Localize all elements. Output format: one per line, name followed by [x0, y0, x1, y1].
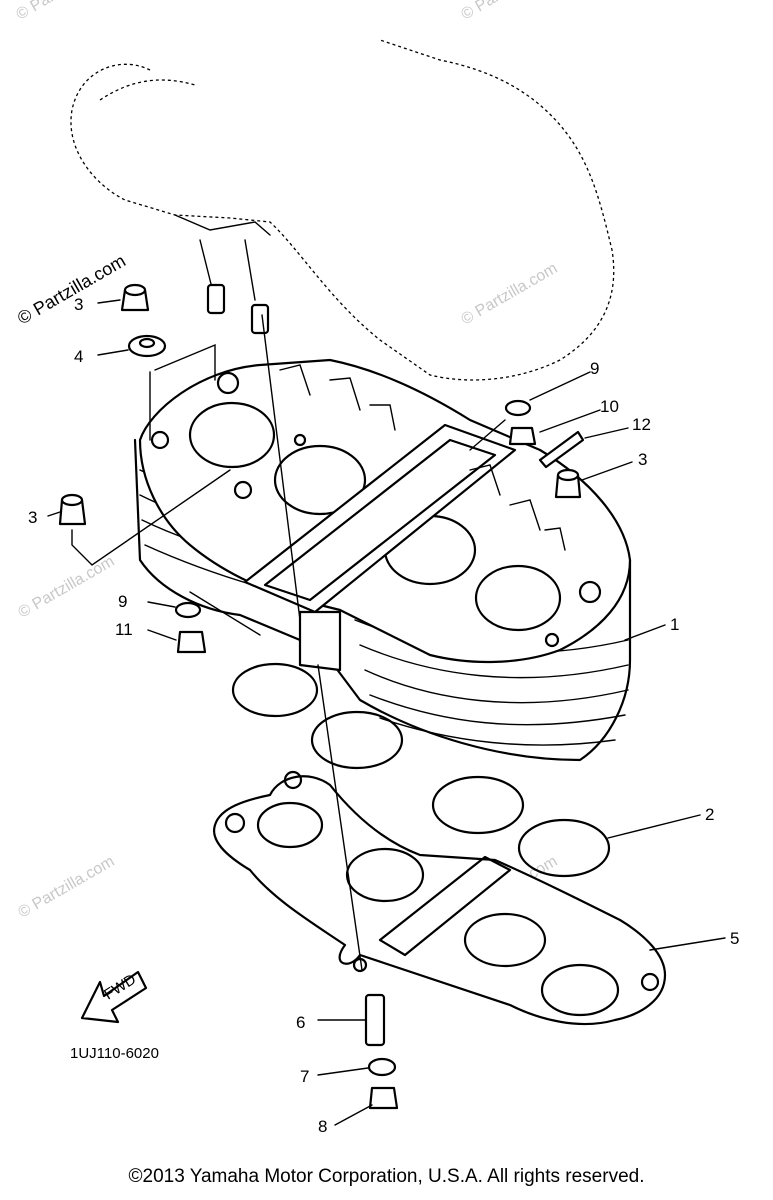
callout-11: 11	[115, 620, 133, 639]
cylinder-gasket	[212, 770, 667, 1026]
case-studs	[206, 283, 270, 335]
leader-lines	[47, 299, 726, 1126]
callout-3: 3	[638, 450, 647, 469]
cylinder-block	[133, 358, 632, 762]
callout-9: 9	[118, 592, 127, 611]
watermark: © Partzilla.com	[16, 853, 118, 922]
callout-1: 1	[670, 615, 679, 634]
o-rings	[231, 662, 611, 878]
callout-9: 9	[590, 359, 599, 378]
watermark: © Partzilla.com	[14, 0, 116, 23]
callouts: 3 4 3 9 10 12 3 9 11 1 2 5 6 7 8	[28, 295, 739, 1136]
callout-5: 5	[730, 929, 739, 948]
callout-3: 3	[74, 295, 83, 314]
watermark: © Partzilla.com	[459, 260, 561, 329]
callout-2: 2	[705, 805, 714, 824]
watermark: © Partzilla.com	[14, 250, 129, 328]
callout-4: 4	[74, 347, 83, 366]
fasteners	[58, 283, 585, 1110]
copyright-notice: ©2013 Yamaha Motor Corporation, U.S.A. A…	[128, 1166, 645, 1187]
callout-6: 6	[296, 1013, 305, 1032]
callout-12: 12	[632, 415, 651, 434]
watermark: © Partzilla.com	[459, 0, 561, 23]
callout-7: 7	[300, 1067, 309, 1086]
diagram-code: 1UJ110-6020	[70, 1045, 159, 1062]
callout-3: 3	[28, 508, 37, 527]
callout-10: 10	[600, 397, 619, 416]
watermark: © Partzilla.com	[16, 553, 118, 622]
crankcase-outline	[70, 39, 615, 381]
callout-8: 8	[318, 1117, 327, 1136]
fwd-arrow: FWD	[80, 971, 148, 1024]
